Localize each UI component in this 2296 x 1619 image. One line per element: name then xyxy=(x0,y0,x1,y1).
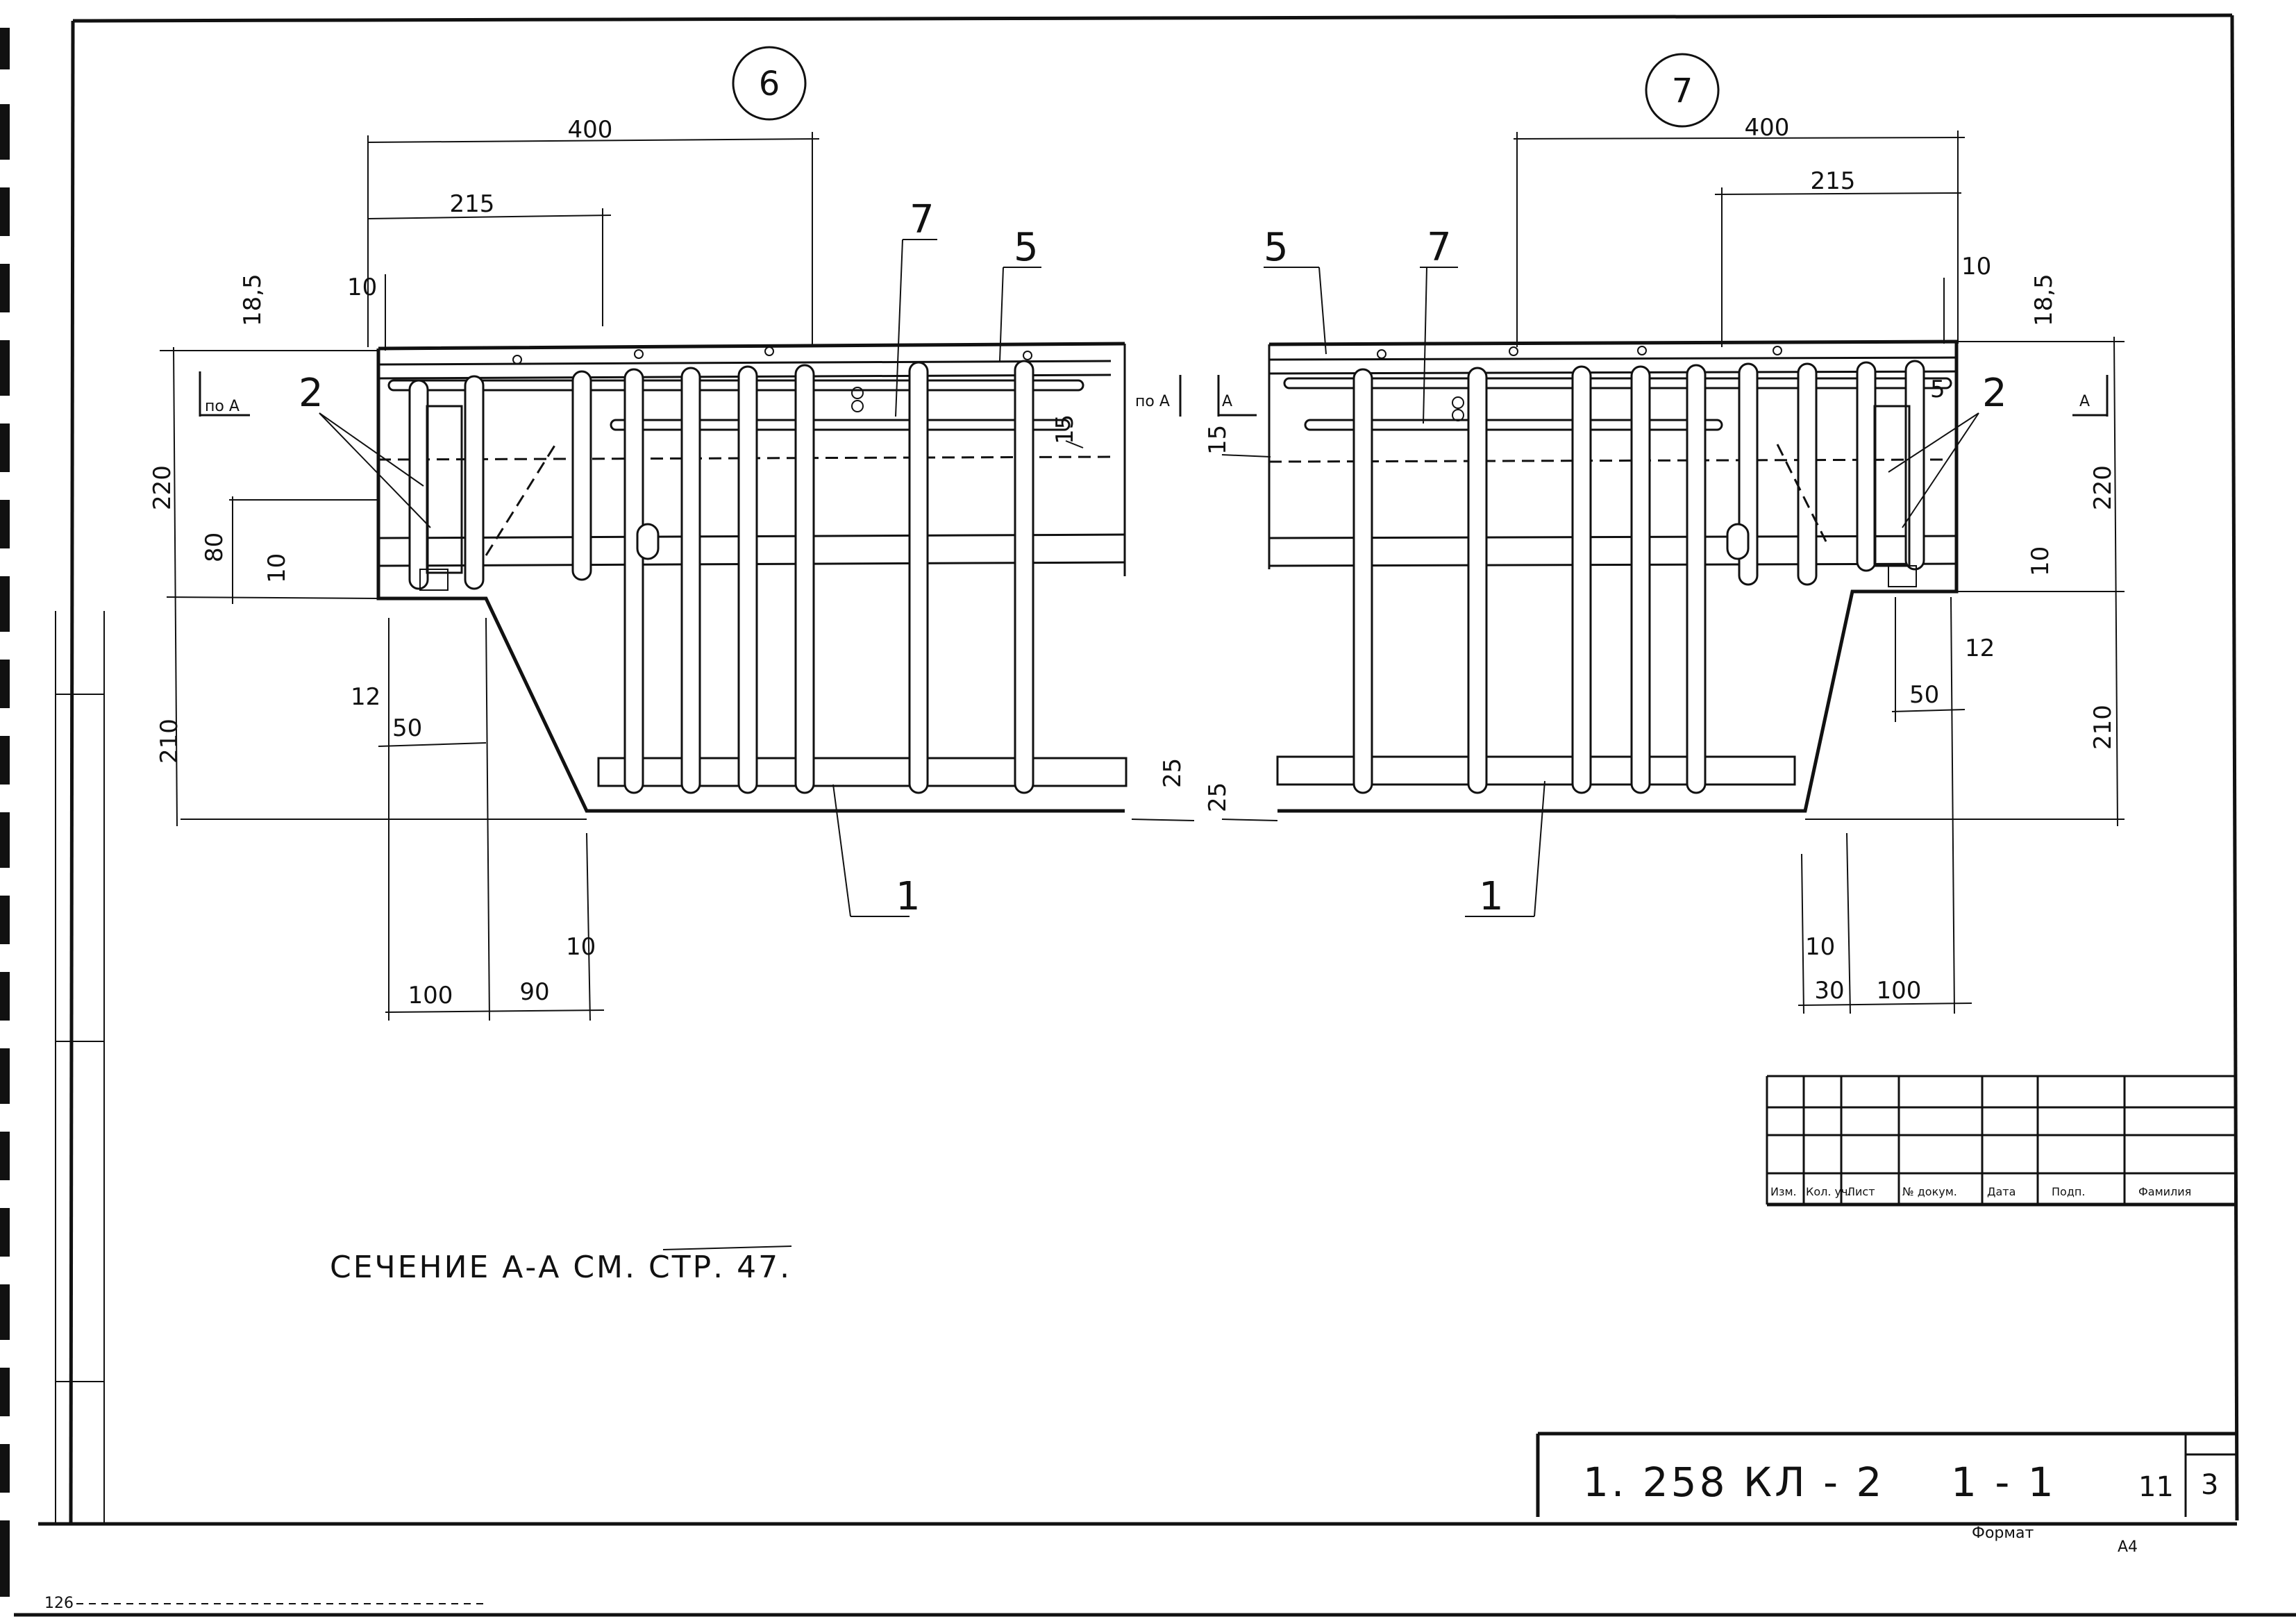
tb-header-sign: Подп. xyxy=(2052,1185,2085,1198)
view-6: 6 xyxy=(149,46,1195,1021)
dim-height-upper-6: 220 xyxy=(149,465,176,510)
doc-section: 1 - 1 xyxy=(1951,1459,2056,1506)
dim-bottom-c-7: 10 xyxy=(1805,933,1835,961)
dim-bottom-gap-7: 25 xyxy=(1204,782,1232,812)
dim-step-7: 10 xyxy=(2027,546,2054,576)
view-marker-7-label: 7 xyxy=(1672,72,1693,110)
dim-top-offset-6: 10 xyxy=(347,274,377,301)
pos-label-7-right: 7 xyxy=(1427,225,1452,270)
bottom-bar-6 xyxy=(597,757,1128,787)
corner-mark: А4 xyxy=(2118,1538,2138,1556)
dim-overall-7: 400 xyxy=(1745,114,1790,142)
binding-marks xyxy=(0,28,10,1597)
view-7: 7 xyxy=(1204,53,2125,1014)
section-marks-6: по А по А xyxy=(199,371,1182,417)
doc-designation: 1. 258 КЛ - 2 xyxy=(1583,1459,1884,1506)
view-marker-6: 6 xyxy=(732,46,807,121)
designation-block: 1. 258 КЛ - 2 1 - 1 11 3 Формат А4 xyxy=(1536,1432,2237,1556)
dim-height-lower-6: 210 xyxy=(156,719,183,764)
tb-header-date: Дата xyxy=(1987,1185,2016,1198)
pos-label-7-left: 7 xyxy=(910,197,935,242)
format-label: Формат xyxy=(1972,1525,2034,1542)
view-marker-7: 7 xyxy=(1645,53,1720,128)
dim-bottom-b-6: 90 xyxy=(519,978,549,1006)
pos-label-5-right: 5 xyxy=(1264,225,1289,270)
dim-bottom-b-7: 30 xyxy=(1814,977,1844,1005)
section-marks-7: А А xyxy=(1217,375,2109,417)
pos-label-1-left: 1 xyxy=(896,874,921,919)
doc-sheet-mark: 11 xyxy=(2138,1471,2174,1503)
dim-depth-a-6: 80 xyxy=(201,532,228,562)
dim-height-upper-7: 220 xyxy=(2089,465,2117,510)
dim-bottom-a-7: 100 xyxy=(1877,977,1922,1005)
margin-stamp: 126 xyxy=(44,1595,74,1612)
view-marker-6-label: 6 xyxy=(759,65,780,103)
dim-inner-6: 215 xyxy=(450,190,495,218)
dim-width-a-6: 50 xyxy=(392,714,422,742)
position-labels-6: 2 7 5 1 xyxy=(299,197,1041,919)
dim-inner-7: 215 xyxy=(1811,167,1856,195)
longitudinal-bar-top-7 xyxy=(1283,377,1952,389)
dim-top-small-6: 18,5 xyxy=(239,274,267,326)
longitudinal-bar-mid-7 xyxy=(1304,419,1723,431)
dim-top-offset-7: 10 xyxy=(1961,253,1991,280)
section-mark-center-right: А xyxy=(1222,393,1232,410)
dim-width-a-7: 50 xyxy=(1909,681,1939,709)
section-mark-center-left: по А xyxy=(1135,393,1170,410)
end-detail-6 xyxy=(426,405,463,574)
pos-label-1-right: 1 xyxy=(1479,874,1504,919)
dim-height-lower-7: 210 xyxy=(2089,705,2117,750)
dim-small-5-7: 5 xyxy=(1930,376,1945,403)
dim-overall-6: 400 xyxy=(568,116,613,144)
pos-label-5-left: 5 xyxy=(1014,225,1039,270)
dim-edge-7: 12 xyxy=(1965,635,1995,662)
dim-rebar-a-6: 15 xyxy=(1051,414,1079,444)
longitudinal-bar-top-6 xyxy=(387,379,1084,392)
longitudinal-bar-mid-6 xyxy=(610,419,1071,431)
tb-header-doc: № докум. xyxy=(1902,1185,1957,1198)
tb-header-name: Фамилия xyxy=(2138,1185,2191,1198)
section-note: СЕЧЕНИЕ А-А СМ. СТР. 47. xyxy=(330,1250,791,1285)
tb-header-list: Лист xyxy=(1847,1185,1875,1198)
stirrups-6 xyxy=(408,360,1034,794)
pos-label-2-right: 2 xyxy=(1982,371,2007,416)
beam-outline-7 xyxy=(1268,339,1959,813)
dim-step-6: 10 xyxy=(263,553,291,583)
tb-header-kol: Кол. уч. xyxy=(1806,1185,1852,1198)
revision-table: Изм. Кол. уч. Лист № докум. Дата Подп. Ф… xyxy=(1766,1075,2237,1207)
section-mark-right-outer: А xyxy=(2079,393,2090,410)
doc-sheet-number: 3 xyxy=(2201,1469,2218,1501)
tb-header-izm: Изм. xyxy=(1770,1185,1797,1198)
dim-bottom-c-6: 10 xyxy=(566,933,596,961)
pos-label-2-left: 2 xyxy=(299,371,324,416)
dimensions-7: 400 215 10 18,5 220 10 210 12 50 5 100 xyxy=(1204,114,2125,1014)
dim-rebar-a-7: 15 xyxy=(1204,425,1232,455)
dim-edge-6: 12 xyxy=(351,683,380,711)
dim-bottom-a-6: 100 xyxy=(408,982,453,1009)
dim-top-small-7: 18,5 xyxy=(2030,274,2058,326)
dimensions-6: 400 215 10 18,5 220 80 10 210 12 50 1 xyxy=(149,116,1195,1021)
position-labels-7: 5 7 2 1 xyxy=(1264,225,2007,919)
dim-bottom-gap-6: 25 xyxy=(1159,758,1187,788)
section-mark-left-outer: по А xyxy=(205,398,240,415)
